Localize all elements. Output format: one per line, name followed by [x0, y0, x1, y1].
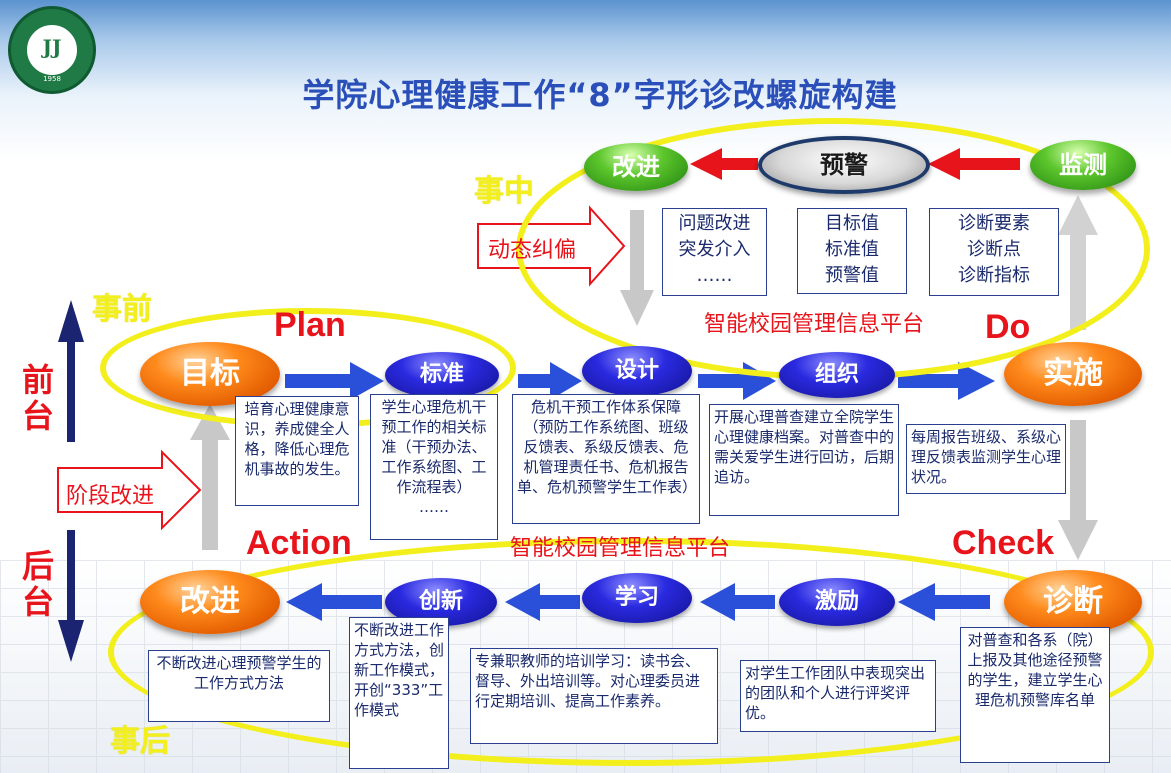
standard-node: 标准 — [385, 352, 499, 398]
school-logo: JJ 1958 — [8, 6, 96, 94]
standard-box-tail: …… — [419, 498, 449, 516]
learn-node: 学习 — [582, 573, 692, 623]
logo-emblem: JJ — [25, 23, 79, 77]
warning-node: 预警 — [758, 136, 930, 194]
implement-node: 实施 — [1004, 342, 1142, 406]
diagnose-node: 诊断 — [1004, 570, 1142, 634]
box-line: …… — [696, 265, 733, 286]
do-label: Do — [985, 308, 1031, 346]
diagnose-label: 诊断 — [1043, 584, 1103, 619]
learn-box: 专兼职教师的培训学习：读书会、督导、外出培训等。对心理委员进行定期培训、提高工作… — [470, 648, 718, 744]
front-label: 前台 — [21, 361, 54, 435]
design-box: 危机干预工作体系保障（预防工作系统图、班级反馈表、系级反馈表、危机管理责任书、危… — [512, 394, 700, 524]
motivate-node: 激励 — [779, 578, 895, 626]
top-improve-label: 改进 — [612, 153, 660, 181]
standard-box-text: 学生心理危机干预工作的相关标准（干预办法、工作系统图、工作流程表） — [381, 398, 487, 496]
after-label: 事后 — [110, 724, 170, 759]
front-up-arrow — [58, 300, 84, 442]
box-line: 诊断点 — [967, 239, 1021, 260]
arrow-standard-to-design — [518, 362, 582, 400]
monitor-label: 监测 — [1059, 151, 1107, 179]
stage-improvement-arrow — [57, 449, 202, 531]
arrow-improve-to-goal — [190, 404, 230, 550]
arrow-organize-to-implement — [898, 362, 995, 400]
warning-box: 目标值 标准值 预警值 — [797, 208, 907, 294]
box-line: 标准值 — [825, 239, 879, 260]
diagnose-box: 对普查和各系（院）上报及其他途径预警的学生，建立学生心理危机预警库名单 — [960, 627, 1110, 763]
warning-label: 预警 — [820, 151, 868, 179]
implement-label: 实施 — [1043, 356, 1103, 391]
box-line: 问题改进 — [678, 213, 751, 234]
back-down-arrow — [58, 530, 84, 662]
during-label: 事中 — [474, 174, 534, 209]
motivate-label: 激励 — [814, 589, 859, 614]
plan-label: Plan — [274, 306, 346, 344]
organize-box: 开展心理普查建立全院学生心理健康档案。对普查中的需关爱学生进行回访，后期追访。 — [709, 404, 899, 516]
goal-label: 目标 — [180, 356, 240, 391]
box-line: 预警值 — [825, 265, 879, 286]
innovate-box: 不断改进工作方式方法，创新工作模式，开创“333”工作模式 — [349, 617, 449, 769]
logo-mark: JJ — [42, 35, 62, 59]
motivate-box: 对学生工作团队中表现突出的团队和个人进行评奖评优。 — [740, 660, 936, 732]
after-stage-ellipse — [108, 538, 1154, 766]
action-label: Action — [246, 524, 352, 562]
design-node: 设计 — [582, 346, 692, 396]
dynamic-correction-text: 动态纠偏 — [488, 238, 577, 263]
standard-label: 标准 — [419, 362, 464, 387]
design-label: 设计 — [614, 358, 659, 383]
implement-box: 每周报告班级、系级心理反馈表监测学生心理状况。 — [906, 424, 1066, 494]
platform-label-top: 智能校园管理信息平台 — [704, 312, 925, 337]
goal-box: 培育心理健康意识，养成健全人格，降低心理危机事故的发生。 — [235, 396, 359, 506]
bottom-improve-box: 不断改进心理预警学生的工作方式方法 — [148, 650, 330, 722]
monitor-box: 诊断要素 诊断点 诊断指标 — [929, 208, 1059, 296]
arrow-implement-to-diagnose — [1058, 420, 1098, 560]
box-line: 目标值 — [825, 213, 879, 234]
box-line: 突发介入 — [678, 239, 751, 260]
platform-label-middle: 智能校园管理信息平台 — [510, 536, 731, 561]
bottom-improve-label: 改进 — [180, 584, 240, 619]
stage-improvement-text: 阶段改进 — [66, 484, 155, 509]
top-improve-node: 改进 — [584, 143, 688, 191]
bottom-improve-node: 改进 — [140, 570, 280, 634]
page-title: 学院心理健康工作“8”字形诊改螺旋构建 — [302, 76, 898, 114]
innovate-label: 创新 — [418, 589, 463, 614]
standard-box: 学生心理危机干预工作的相关标准（干预办法、工作系统图、工作流程表） …… — [370, 394, 498, 540]
box-line: 诊断要素 — [958, 213, 1030, 234]
goal-node: 目标 — [140, 342, 280, 406]
check-label: Check — [952, 524, 1055, 562]
learn-label: 学习 — [614, 585, 659, 610]
logo-year: 1958 — [43, 75, 61, 83]
organize-node: 组织 — [779, 352, 895, 398]
top-improve-box: 问题改进 突发介入 …… — [662, 208, 767, 296]
organize-label: 组织 — [814, 362, 859, 387]
back-label: 后台 — [21, 547, 54, 621]
monitor-node: 监测 — [1030, 140, 1136, 190]
box-line: 诊断指标 — [958, 265, 1030, 286]
before-label: 事前 — [92, 292, 152, 327]
